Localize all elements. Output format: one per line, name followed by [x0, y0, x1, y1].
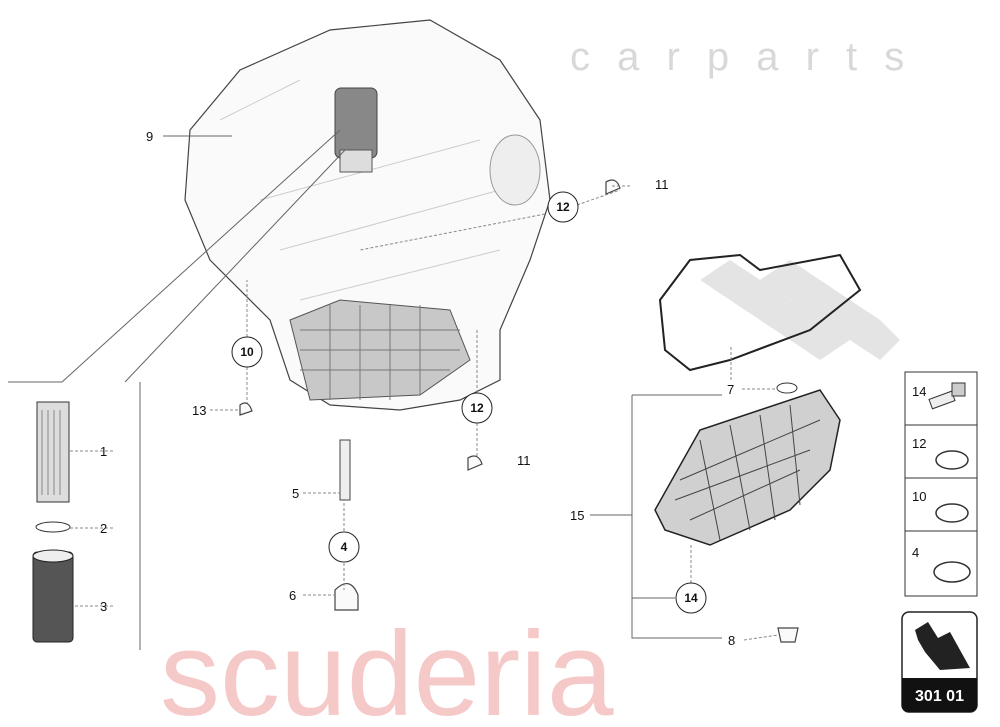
- screw-11a: [605, 179, 621, 195]
- legend-label-12: 12: [912, 436, 926, 451]
- oil-filter-housing: [32, 549, 74, 643]
- callout-6: 6: [289, 588, 296, 603]
- callout-10-circle: 10: [231, 336, 263, 368]
- gearbox-housing: [184, 19, 551, 411]
- legend-label-4: 4: [912, 545, 919, 560]
- oil-filter-element: [36, 401, 70, 503]
- callout-11: 11: [655, 177, 669, 192]
- callout-12-circle: 12: [461, 392, 493, 424]
- callout-11: 11: [517, 453, 531, 468]
- legend-label-10: 10: [912, 489, 926, 504]
- callout-13: 13: [192, 403, 206, 418]
- pan-gasket: [658, 253, 862, 372]
- drain-plug: [334, 583, 359, 611]
- bolt-icon: [928, 382, 966, 410]
- callout-9: 9: [146, 129, 153, 144]
- o-ring-7: [776, 382, 798, 394]
- svg-text:12: 12: [556, 200, 570, 214]
- screw-11b: [467, 455, 483, 471]
- callout-1: 1: [100, 444, 107, 459]
- arrow-icon: [915, 622, 970, 670]
- drain-plug-8: [777, 627, 799, 643]
- svg-text:12: 12: [470, 401, 484, 415]
- page-ref-code: 301 01: [915, 688, 964, 705]
- legend-label-14: 14: [912, 384, 926, 399]
- callout-12-circle: 12: [547, 191, 579, 223]
- seal-ring-icon: [935, 450, 969, 470]
- callout-14-circle: 14: [675, 582, 707, 614]
- callout-7: 7: [727, 382, 734, 397]
- callout-15: 15: [570, 508, 584, 523]
- callout-8: 8: [728, 633, 735, 648]
- page-ref-badge[interactable]: 301 01: [901, 611, 978, 713]
- svg-text:4: 4: [341, 540, 348, 554]
- seal-ring-icon: [935, 503, 969, 523]
- callout-2: 2: [100, 521, 107, 536]
- o-ring: [35, 521, 71, 533]
- oil-pan: [654, 389, 841, 546]
- screw-13: [239, 402, 253, 416]
- svg-text:14: 14: [684, 591, 698, 605]
- watermark-sub: c a r p a r t s: [570, 35, 912, 79]
- callout-4-circle: 4: [328, 531, 360, 563]
- watermark-brand: scuderia: [160, 607, 614, 727]
- tube: [339, 439, 351, 501]
- callout-3: 3: [100, 599, 107, 614]
- seal-ring-icon: [933, 561, 971, 583]
- legend-box: 14 12 10 4: [904, 371, 978, 597]
- svg-text:10: 10: [240, 345, 254, 359]
- callout-5: 5: [292, 486, 299, 501]
- watermark-checker: [700, 260, 900, 360]
